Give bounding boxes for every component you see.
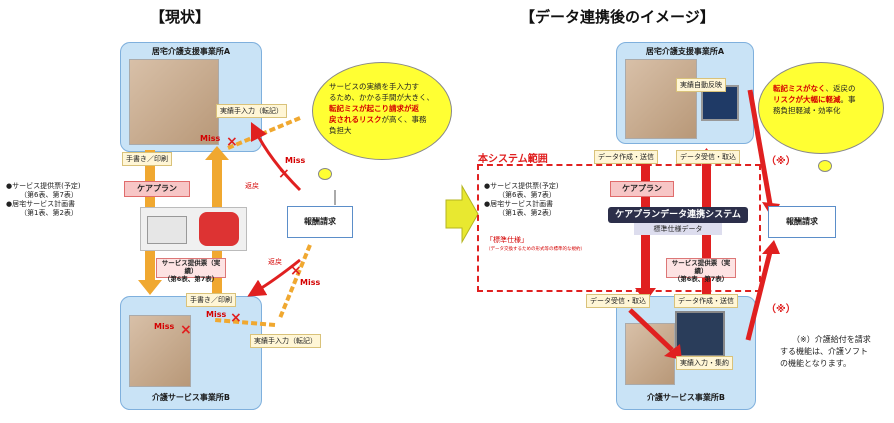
data-recv-bottom: データ受信・取込 xyxy=(586,294,650,308)
handwrite-bottom-label: 手書き／印刷 xyxy=(186,293,236,307)
docs-right-3: ●居宅サービス計画書 xyxy=(484,200,554,208)
office-b-right-label: 介護サービス事業所B xyxy=(646,393,726,402)
cloud-bubble-right xyxy=(818,160,832,172)
miss-label-4: Miss xyxy=(206,310,227,319)
left-cloud: サービスの実績を手入力す るため、かかる手間が大きく、 転記ミスが起こり請求が返… xyxy=(312,62,452,160)
office-a-right-label: 居宅介護支援事業所A xyxy=(645,47,725,56)
svg-text:×: × xyxy=(180,322,192,338)
office-b-photo xyxy=(129,315,191,387)
svg-text:×: × xyxy=(230,310,242,326)
service-result-left: サービス提供票（実績） （第6表、第7表） xyxy=(156,258,226,283)
tablet-icon xyxy=(675,311,725,357)
svg-text:×: × xyxy=(290,263,302,279)
cloud-left-4b: が高く、事務 xyxy=(381,115,427,124)
cloud-right-2b: 。事 xyxy=(840,95,856,104)
service-result-left-2: （第6表、第7表） xyxy=(163,275,219,283)
cloud-bubble-left xyxy=(318,168,332,180)
docs-right-2: （第6表、第7表） xyxy=(498,191,556,199)
docs-left-3: ●居宅サービス計画書 xyxy=(6,200,76,208)
right-cloud: 転記ミスがなく、返戻の リスクが大幅に軽減。事 務負担軽減・効率化 xyxy=(758,62,884,154)
fax-icon xyxy=(147,216,187,244)
miss-label-5: Miss xyxy=(154,322,175,331)
system-scope-box xyxy=(477,164,761,292)
fax-delivery-image xyxy=(140,207,247,251)
data-recv-top: データ受信・取込 xyxy=(676,150,740,164)
docs-right-1: ●サービス提供票(予定) xyxy=(484,182,559,190)
delivery-scooter-icon xyxy=(199,212,239,246)
miss-label-2: Miss xyxy=(285,156,306,165)
std-spec-note: （データ交換するための形式等の標準的な規約） xyxy=(486,247,585,252)
svg-text:×: × xyxy=(278,166,290,182)
service-result-right-2: （第6表、第7表） xyxy=(673,275,729,283)
office-a-label: 居宅介護支援事業所A xyxy=(151,47,231,56)
miss-label-3: Miss xyxy=(300,278,321,287)
scope-label: 本システム範囲 xyxy=(478,154,548,165)
docs-left-1: ●サービス提供票(予定) xyxy=(6,182,81,190)
service-result-right-1: サービス提供票（実績） xyxy=(671,259,731,275)
mark-bottom: （※） xyxy=(766,304,796,315)
return-bottom: 返戻 xyxy=(268,258,282,266)
cloud-left-4a: 戻されるリスク xyxy=(329,115,382,124)
footnote-2: する機能は、介護ソフト xyxy=(780,347,868,356)
data-make-send-bottom: データ作成・送信 xyxy=(674,294,738,308)
footnote-1: （※）介護給付を請求 xyxy=(792,335,871,344)
office-a-photo xyxy=(129,59,219,145)
return-top: 返戻 xyxy=(245,182,259,190)
fee-claim-left: 報酬請求 xyxy=(287,206,353,238)
docs-right-4: （第1表、第2表） xyxy=(498,209,556,217)
office-b-label: 介護サービス事業所B xyxy=(151,393,231,402)
careplan-data-system: ケアプランデータ連携システム xyxy=(608,207,748,223)
careplan-left: ケアプラン xyxy=(124,181,190,197)
mark-top: （※） xyxy=(766,156,796,167)
handwrite-top-label: 手書き／印刷 xyxy=(122,152,172,166)
cloud-left-5: 負担大 xyxy=(329,126,352,135)
svg-text:×: × xyxy=(226,134,238,150)
cloud-right-1a: 転記ミスがなく xyxy=(773,84,826,93)
docs-left-2: （第6表、第7表） xyxy=(20,191,78,199)
cloud-right-3: 務負担軽減・効率化 xyxy=(773,106,841,115)
cloud-right-2a: リスクが大幅に軽減 xyxy=(773,95,841,104)
office-a-right: 居宅介護支援事業所A xyxy=(616,42,754,144)
manual-input-label: 実績入力・集約 xyxy=(676,356,733,370)
data-make-send-top: データ作成・送信 xyxy=(594,150,658,164)
std-spec: 「標準仕様」 xyxy=(486,236,528,244)
docs-left-4: （第1表、第2表） xyxy=(20,209,78,217)
office-a-left: 居宅介護支援事業所A xyxy=(120,42,262,152)
cloud-left-2: るため、かかる手間が大きく、 xyxy=(329,93,434,102)
cloud-right-1b: 、返戻の xyxy=(825,84,856,93)
auto-reflect-label: 実績自動反映 xyxy=(676,78,726,92)
service-result-right: サービス提供票（実績） （第6表、第7表） xyxy=(666,258,736,283)
cloud-left-3: 転記ミスが起こり請求が返 xyxy=(329,104,419,113)
office-a-right-photo xyxy=(625,59,697,139)
cloud-left-1: サービスの実績を手入力す xyxy=(329,82,419,91)
std-data-label: 標準仕様データ xyxy=(634,223,722,235)
footnote-3: の機能となります。 xyxy=(780,359,851,368)
manual-top-label: 実績手入力（転記） xyxy=(216,104,287,118)
service-result-left-1: サービス提供票（実績） xyxy=(161,259,221,275)
current-title: 【現状】 xyxy=(150,8,211,26)
manual-bottom-label: 実績手入力（転記） xyxy=(250,334,321,348)
careplan-right: ケアプラン xyxy=(610,181,674,197)
after-title: 【データ連携後のイメージ】 xyxy=(520,8,715,26)
miss-label-1: Miss xyxy=(200,134,221,143)
fee-claim-right: 報酬請求 xyxy=(768,206,836,238)
